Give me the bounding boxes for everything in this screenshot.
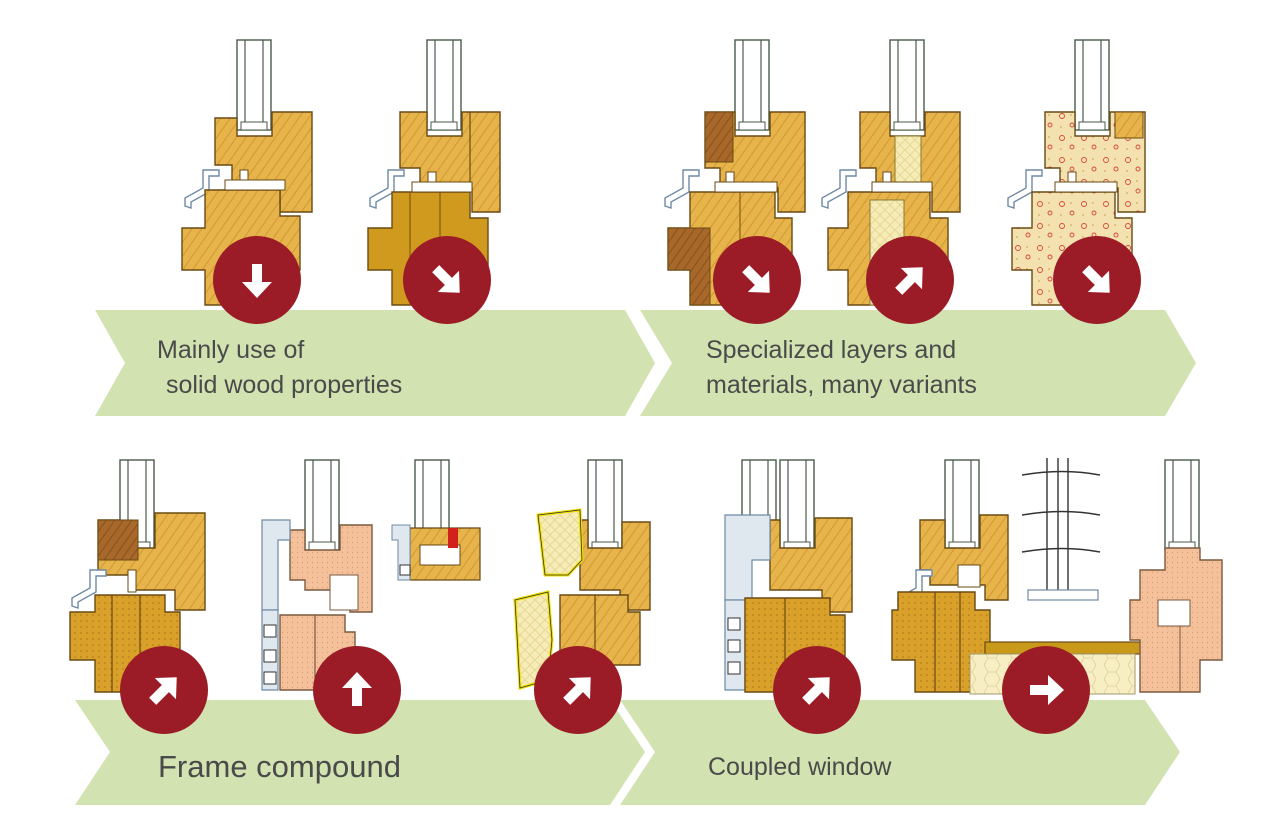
arrow-up-right-icon bbox=[895, 267, 923, 295]
arrow-down-icon bbox=[242, 264, 272, 298]
arrow-up-right-icon bbox=[149, 677, 177, 705]
banner-bottom-left-title: Frame compound bbox=[158, 749, 401, 784]
arrow-up-icon bbox=[342, 672, 372, 706]
arrow-down-right-icon bbox=[432, 265, 460, 293]
arrow-down-right-icon bbox=[742, 265, 770, 293]
profile-coupled-window-2 bbox=[891, 458, 1223, 695]
arrow-up-right-icon bbox=[802, 677, 830, 705]
banner-top-right bbox=[640, 310, 1196, 416]
banner-top-left-line1: Mainly use of bbox=[157, 336, 304, 364]
profile-yellow-composite bbox=[513, 459, 651, 690]
direction-badge-up-right bbox=[866, 236, 954, 324]
banner-top-right-line2: materials, many variants bbox=[706, 371, 977, 399]
direction-badge-down-right bbox=[1053, 236, 1141, 324]
banner-bottom-right bbox=[620, 700, 1180, 805]
direction-badge-down bbox=[213, 236, 301, 324]
direction-badge-down-right bbox=[713, 236, 801, 324]
banner-top-left bbox=[95, 310, 655, 416]
arrow-up-right-icon bbox=[563, 677, 591, 705]
banner-bottom-left bbox=[75, 700, 645, 805]
direction-badge-up-right bbox=[773, 646, 861, 734]
direction-badge-up bbox=[313, 646, 401, 734]
mullion-grid-graphic bbox=[1021, 458, 1101, 595]
direction-badge-down-right bbox=[403, 236, 491, 324]
banner-bottom-right-title: Coupled window bbox=[708, 753, 892, 781]
banner-top-right-line1: Specialized layers and bbox=[706, 336, 956, 364]
direction-badge-up-right bbox=[120, 646, 208, 734]
arrow-right-icon bbox=[1030, 675, 1064, 705]
arrow-down-right-icon bbox=[1082, 265, 1110, 293]
direction-badge-right bbox=[1002, 646, 1090, 734]
profile-detail-seal bbox=[391, 459, 481, 581]
direction-badge-up-right bbox=[534, 646, 622, 734]
banner-top-left-line2: solid wood properties bbox=[166, 371, 402, 399]
profile-solid-wood-2 bbox=[367, 39, 501, 306]
